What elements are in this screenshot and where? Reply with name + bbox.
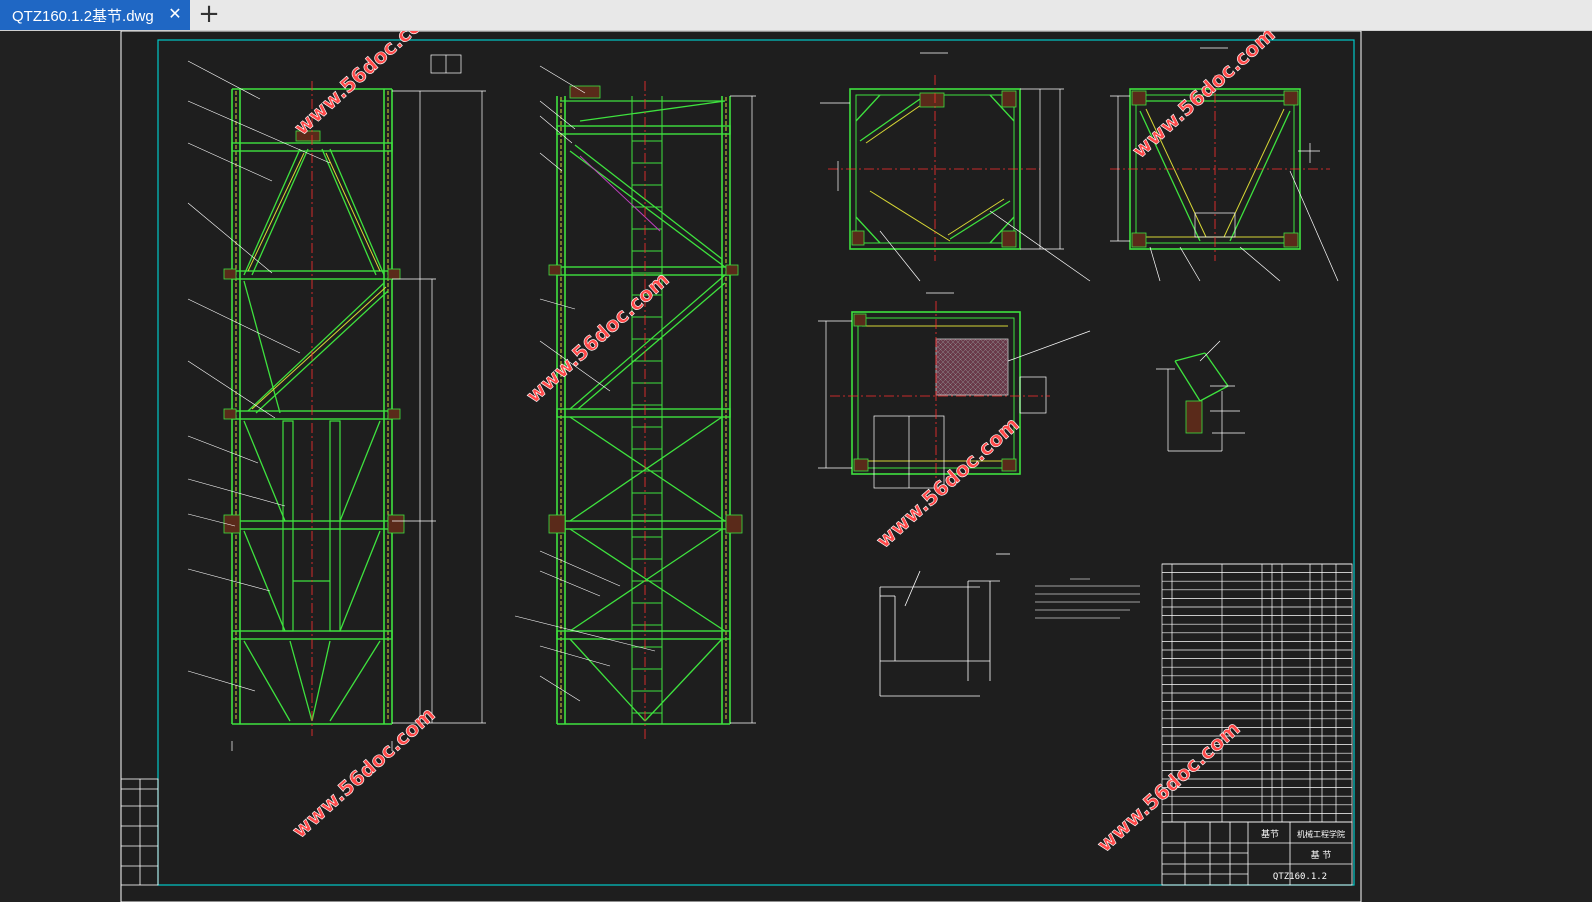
hatch-line: [984, 371, 1009, 396]
hatch-line: [935, 338, 992, 395]
hatch-line: [935, 338, 967, 370]
drawing-number: QTZ160.1.2: [1273, 872, 1327, 882]
hatch-line: [959, 338, 1009, 388]
left-revision-table: [120, 778, 159, 886]
front-view-section: [187, 54, 486, 751]
hatch-line: [935, 379, 952, 396]
hatch-line: [935, 369, 962, 396]
hatch-line: [994, 338, 1009, 353]
hatch-line: [964, 338, 1009, 383]
hatch-line: [935, 338, 957, 360]
hatched-plate: [935, 338, 1009, 396]
hatch-line: [1004, 338, 1009, 343]
hatch-line: [994, 381, 1009, 396]
hatch-line: [935, 354, 977, 396]
hatch-line: [949, 338, 1007, 396]
cad-drawing: 基节 机械工程学院 基 节 QTZ160.1.2 www.56doc.com w…: [120, 31, 1362, 902]
technical-notes: [1035, 578, 1140, 619]
drawing-canvas[interactable]: 基节 机械工程学院 基 节 QTZ160.1.2 www.56doc.com w…: [0, 31, 1592, 902]
hatch-line: [989, 338, 1009, 358]
hatch-line: [944, 338, 1002, 396]
hatch-line: [999, 386, 1009, 396]
hatch-line: [939, 338, 997, 396]
detail-view-angle: [1156, 340, 1245, 452]
hatch-line: [969, 356, 1009, 396]
hatch-line: [935, 374, 957, 396]
section-view-a: [820, 52, 1091, 282]
hatch-line: [935, 338, 977, 380]
close-icon[interactable]: ✕: [168, 4, 182, 23]
hatch-line: [935, 349, 982, 396]
drawing-border: [157, 39, 1355, 886]
bom-table: [1161, 563, 1353, 823]
hatch-line: [935, 338, 942, 345]
hatch-line: [935, 384, 947, 396]
hatch-line: [974, 361, 1009, 396]
side-view-section: [514, 65, 756, 741]
hatch-line: [979, 366, 1009, 396]
hatch-line: [935, 338, 987, 390]
hatch-line: [935, 389, 942, 396]
file-tab-label: QTZ160.1.2基节.dwg: [12, 7, 154, 25]
title-block-sheet-label: 基 节: [1311, 849, 1332, 861]
hatch-line: [935, 364, 967, 396]
title-block: [1161, 821, 1353, 886]
title-block-org: 机械工程学院: [1297, 829, 1345, 839]
hatch-line: [974, 338, 1009, 373]
hatch-line: [964, 351, 1009, 396]
hatch-line: [979, 338, 1009, 368]
hatch-line: [989, 376, 1009, 396]
hatch-line: [935, 338, 982, 385]
hatch-line: [954, 341, 1009, 396]
file-tab[interactable]: QTZ160.1.2基节.dwg ✕: [0, 0, 190, 30]
hatch-line: [935, 338, 952, 355]
hatch-line: [935, 338, 947, 350]
hatch-line: [1004, 391, 1009, 396]
hatch-line: [935, 338, 962, 365]
hatch-line: [935, 339, 992, 396]
detail-view-d: [879, 553, 1010, 697]
title-block-part-name: 基节: [1261, 828, 1279, 840]
hatch-line: [969, 338, 1009, 378]
hatch-line: [954, 338, 1009, 393]
hatch-line: [959, 346, 1009, 396]
hatch-line: [935, 344, 987, 396]
hatch-line: [999, 338, 1009, 348]
section-view-b: [1110, 47, 1339, 282]
section-view-c: [818, 292, 1091, 491]
hatch-line: [935, 359, 972, 396]
hatch-line: [984, 338, 1009, 363]
hatch-line: [935, 338, 972, 375]
plus-icon[interactable]: +: [198, 0, 220, 29]
sheet-frame: [120, 31, 1362, 902]
tab-bar: QTZ160.1.2基节.dwg ✕ +: [0, 0, 1592, 31]
